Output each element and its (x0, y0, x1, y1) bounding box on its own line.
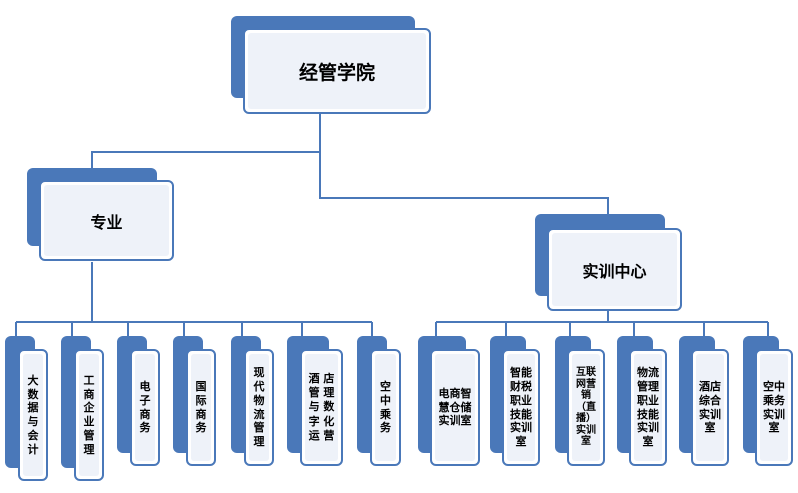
root-node: 经管学院 (231, 16, 431, 114)
training-node: 实训中心 (535, 214, 682, 311)
training-item-label: 电商智 慧仓储 实训室 (438, 386, 472, 428)
training-item-hotel-comprehensive: 酒店 综合 实训 室 (679, 336, 729, 466)
major-item-business-management: 工 商 企 业 管 理 (61, 336, 104, 481)
major-item-label: 现 代 物 流 管 理 (253, 366, 265, 448)
major-item-modern-logistics: 现 代 物 流 管 理 (231, 336, 274, 466)
training-item-logistics-skills: 物流 管理 职业 技能 实训 室 (617, 336, 667, 466)
major-item-label: 空 中 乘 务 (380, 380, 391, 435)
major-item-big-data-accounting: 大 数 据 与 会 计 (5, 336, 48, 481)
training-item-internet-marketing: 互联 网营 销 （直 播） 实训 室 (555, 336, 605, 466)
major-item-international-business: 国 际 商 务 (173, 336, 216, 466)
training-item-flight-attendant: 空中 乘务 实训 室 (743, 336, 793, 466)
major-node: 专业 (27, 168, 174, 261)
major-label: 专业 (90, 212, 123, 232)
training-item-label: 物流 管理 职业 技能 实训 室 (637, 366, 659, 448)
major-item-e-commerce: 电 子 商 务 (117, 336, 160, 466)
training-item-ecommerce-warehouse: 电商智 慧仓储 实训室 (418, 336, 480, 466)
training-label: 实训中心 (582, 261, 647, 281)
major-item-label: 电 子 商 务 (139, 380, 151, 435)
training-item-label: 智能 财税 职业 技能 实训 室 (510, 366, 532, 448)
major-item-label: 酒 店 管 理 与 数 字 化 运 营 (308, 371, 335, 442)
major-item-flight-attendant: 空 中 乘 务 (357, 336, 401, 466)
major-item-label: 国 际 商 务 (195, 380, 207, 435)
training-item-label: 互联 网营 销 （直 播） 实训 室 (576, 367, 596, 448)
major-item-label: 大 数 据 与 会 计 (27, 373, 39, 456)
training-item-smart-tax: 智能 财税 职业 技能 实训 室 (490, 336, 540, 466)
major-item-hotel-management: 酒 店 管 理 与 数 字 化 运 营 (287, 336, 343, 466)
training-item-label: 空中 乘务 实训 室 (763, 380, 785, 435)
root-label: 经管学院 (298, 61, 375, 84)
training-item-label: 酒店 综合 实训 室 (699, 380, 721, 435)
major-item-label: 工 商 企 业 管 理 (83, 373, 95, 456)
